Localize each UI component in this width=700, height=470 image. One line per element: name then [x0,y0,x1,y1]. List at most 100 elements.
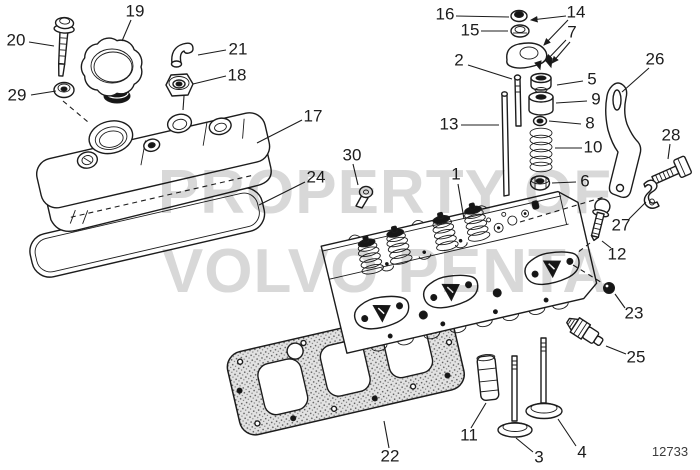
callout-leader-26 [621,67,650,93]
exhaust-port-3 [524,251,580,286]
callout-leader-1 [457,183,465,220]
callout-label-9: 9 [591,89,600,108]
callout-leader-6 [551,181,577,184]
part-10-valve-spring [529,127,553,173]
callout-label-2: 2 [454,50,463,69]
watermark-line1: PROPERTY OF [158,158,612,227]
callout-leader-22 [383,420,390,449]
callout-leader-5 [556,80,584,86]
callout-leader-20 [28,41,55,47]
callout-label-29: 29 [8,85,27,104]
part-28-bolt [651,155,692,185]
deck-tabs [381,238,468,272]
deck-holes [486,200,540,233]
part-9-spacer [528,91,554,116]
callout-leader-2 [467,64,513,80]
part-19-oil-filler-cap [80,37,143,104]
part-20-bolt [53,16,75,77]
callout-label-20: 20 [7,30,26,49]
callout-label-28: 28 [662,125,681,144]
callout-label-5: 5 [587,69,596,88]
part-27-clamp [643,179,660,209]
callout-leader-30 [352,163,359,186]
exhaust-port-1 [353,295,410,330]
callout-leader-17 [256,119,303,144]
assembly-line-1 [182,95,185,111]
callout-label-4: 4 [577,442,586,461]
part-6-nut [529,175,551,191]
callout-leader-7 [545,39,567,62]
callout-leader-24 [258,181,306,206]
callout-leader-7 [551,41,571,64]
callout-label-25: 25 [627,347,646,366]
part-26-bracket [605,82,642,199]
callout-label-14: 14 [567,2,586,21]
part-12-bolt [590,198,611,242]
callout-label-13: 13 [440,114,459,133]
callout-leader-16 [455,15,510,18]
callout-label-15: 15 [461,20,480,39]
callout-leader-21 [197,49,227,56]
callout-label-27: 27 [612,215,631,234]
callout-leader-11 [470,402,487,429]
callout-leader-28 [667,143,671,160]
part-15-washer [510,24,530,38]
part-13-pushrod [501,91,510,197]
part-4-intake-valve [525,337,563,420]
callout-leader-14 [529,15,567,23]
watermark: PROPERTY OF VOLVO PENTA [158,158,612,306]
exhaust-port-2 [422,274,479,309]
callout-label-1: 1 [451,164,460,183]
callout-label-7: 7 [567,22,576,41]
callout-label-10: 10 [584,137,603,156]
part-21-breather-elbow [170,42,194,68]
callout-label-26: 26 [646,49,665,68]
callout-leader-14 [543,19,569,46]
part-16-nut [510,9,528,23]
drawing-number: 12733 [652,444,688,459]
part-30-clip [355,185,374,209]
part-25-temp-sensor [566,317,604,347]
callout-leader-29 [30,90,57,96]
callout-leader-23 [614,293,626,309]
part-8-seal-ring [532,115,548,127]
part-2-pushrod [513,74,522,127]
callout-label-17: 17 [304,106,323,125]
part-11-valve-guide [476,354,500,402]
callout-leader-9 [555,100,588,104]
assembly-dashed-line-2 [519,196,605,223]
callout-label-16: 16 [436,4,455,23]
callout-leader-27 [628,201,647,220]
part-3-exhaust-valve [497,355,533,438]
callout-label-18: 18 [228,65,247,84]
part-17-valve-cover [36,112,272,233]
callout-label-24: 24 [307,167,326,186]
callout-leader-12 [601,240,612,249]
callout-label-3: 3 [534,447,543,466]
callout-leader-25 [605,345,627,355]
callout-label-8: 8 [585,113,594,132]
callout-label-6: 6 [580,171,589,190]
callout-label-22: 22 [381,446,400,465]
callout-leader-3 [515,437,534,453]
callout-leader-8 [548,120,582,125]
callout-leader-4 [557,418,577,447]
callout-label-12: 12 [608,244,627,263]
callout-leader-18 [192,75,227,85]
watermark-line2: VOLVO PENTA [162,237,608,306]
assembly-dashed-line-4 [576,242,591,254]
part-1-cylinder-head [320,190,598,354]
assembly-dashed-line-3 [572,264,605,285]
callout-label-23: 23 [625,303,644,322]
callout-label-11: 11 [460,425,478,444]
callout-leader-19 [121,19,132,42]
callout-label-30: 30 [343,145,362,164]
part-23-plug [603,282,615,294]
part-18-nut [165,73,194,97]
part-5-spring-retainer [530,72,552,93]
callout-label-21: 21 [229,39,248,58]
part-29-washer [53,81,75,99]
assembly-dashed-line-1 [62,100,89,123]
